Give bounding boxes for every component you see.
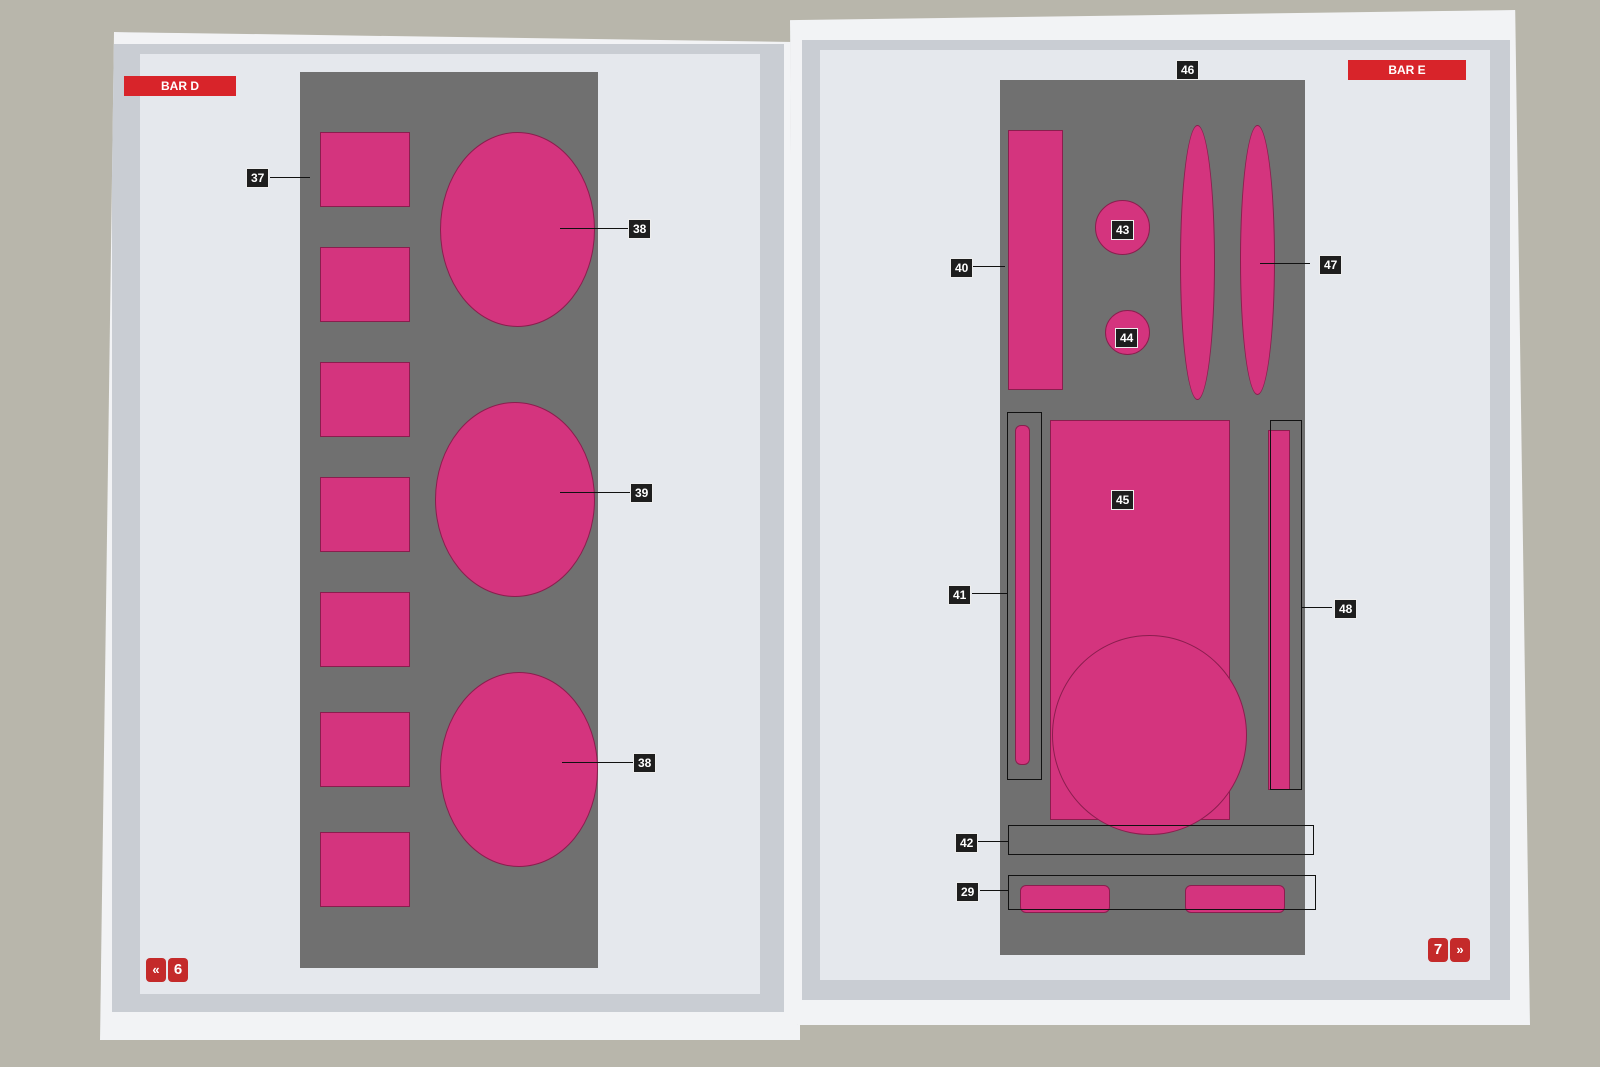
leader-line [970,266,1005,267]
leader-line [1008,875,1316,910]
sprue-panel [300,72,598,968]
part-40 [1008,130,1063,390]
callout-46: 46 [1176,60,1200,80]
leader-line [980,890,1008,891]
part-clip [320,362,410,437]
left-page: BAR D 37 38 39 38 « 6 [100,32,800,1040]
part-clip [320,247,410,322]
part-45-hatch [1052,635,1247,835]
callout-39: 39 [630,483,654,503]
next-page-icon[interactable]: » [1450,938,1470,962]
part-hatch-38 [440,132,595,327]
callout-47: 47 [1319,255,1343,275]
callout-44: 44 [1115,328,1139,348]
callout-38-lower: 38 [633,753,657,773]
part-clip [320,832,410,907]
leader-line [560,492,632,493]
leader-line [978,841,1008,842]
part-47 [1240,125,1275,395]
right-page: BAR E 46 43 40 47 44 45 41 48 42 29 7 » [790,10,1530,1025]
callout-38: 38 [628,219,652,239]
callout-40: 40 [950,258,974,278]
section-badge: BAR E [1348,60,1466,80]
part-clip [320,592,410,667]
callout-42: 42 [955,833,979,853]
part-46 [1180,125,1215,400]
part-hatch-38b [440,672,598,867]
leader-line [1008,825,1314,855]
prev-page-icon[interactable]: « [146,958,166,982]
callout-43: 43 [1111,220,1135,240]
leader-line [1007,412,1042,780]
leader-line [1302,607,1332,608]
leader-line [1270,420,1302,790]
leader-line [562,762,634,763]
part-hatch-39 [435,402,595,597]
callout-45: 45 [1111,490,1135,510]
page-number: 7 [1428,938,1448,962]
part-clip [320,477,410,552]
part-29b [1185,885,1285,913]
part-clip [320,132,410,207]
callout-29: 29 [956,882,980,902]
callout-37: 37 [246,168,270,188]
callout-41: 41 [948,585,972,605]
leader-line [560,228,630,229]
section-badge: BAR D [124,76,236,96]
page-number: 6 [168,958,188,982]
callout-48: 48 [1334,599,1358,619]
leader-line [1260,263,1310,264]
leader-line [270,177,310,178]
part-41 [1015,425,1030,765]
part-29 [1020,885,1110,913]
leader-line [972,593,1008,594]
sprue-panel [1000,80,1305,955]
part-clip [320,712,410,787]
